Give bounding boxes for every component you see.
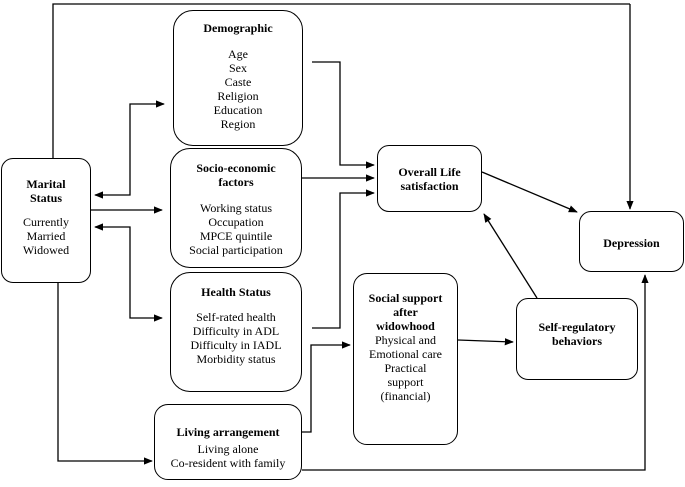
- node-health-status: Health Status Self-rated health Difficul…: [170, 272, 302, 392]
- arrow-marital-health: [94, 223, 163, 322]
- node-items: Living alone Co-resident with family: [170, 442, 286, 470]
- arrow-marital-to-depression: [52, 3, 630, 158]
- arrow-living-to-socialsupport: [302, 341, 351, 433]
- node-title: Demographic: [203, 21, 273, 35]
- arrow-demographic-to-lifesat: [312, 61, 375, 169]
- arrow-lifesat-to-depression: [481, 171, 578, 213]
- node-title: Social support after widowhood: [368, 291, 443, 333]
- node-living-arrangement: Living arrangement Living alone Co-resid…: [154, 404, 302, 480]
- node-items: Working status Occupation MPCE quintile …: [189, 201, 283, 257]
- arrow-living-to-depression: [302, 274, 649, 471]
- arrow-marital-to-living: [57, 283, 153, 465]
- node-title: Health Status: [201, 285, 271, 299]
- node-title: Living arrangement: [176, 425, 280, 439]
- node-items: Age Sex Caste Religion Education Region: [213, 47, 263, 131]
- node-social-support: Social support after widowhood Physical …: [353, 273, 458, 445]
- arrow-socialsupport-to-selfreg: [457, 338, 514, 346]
- arrow-selfreg-to-lifesat: [483, 213, 538, 299]
- node-title: Depression: [603, 236, 660, 250]
- node-items: Physical and Emotional care Practical su…: [369, 333, 442, 403]
- node-depression: Depression: [579, 211, 684, 272]
- node-items: Self-rated health Difficulty in ADL Diff…: [190, 310, 282, 366]
- arrow-marital-demographic: [94, 100, 165, 199]
- arrow-health-to-lifesat: [312, 189, 375, 329]
- node-items: Currently Married Widowed: [22, 215, 70, 257]
- node-demographic: Demographic Age Sex Caste Religion Educa…: [173, 10, 303, 146]
